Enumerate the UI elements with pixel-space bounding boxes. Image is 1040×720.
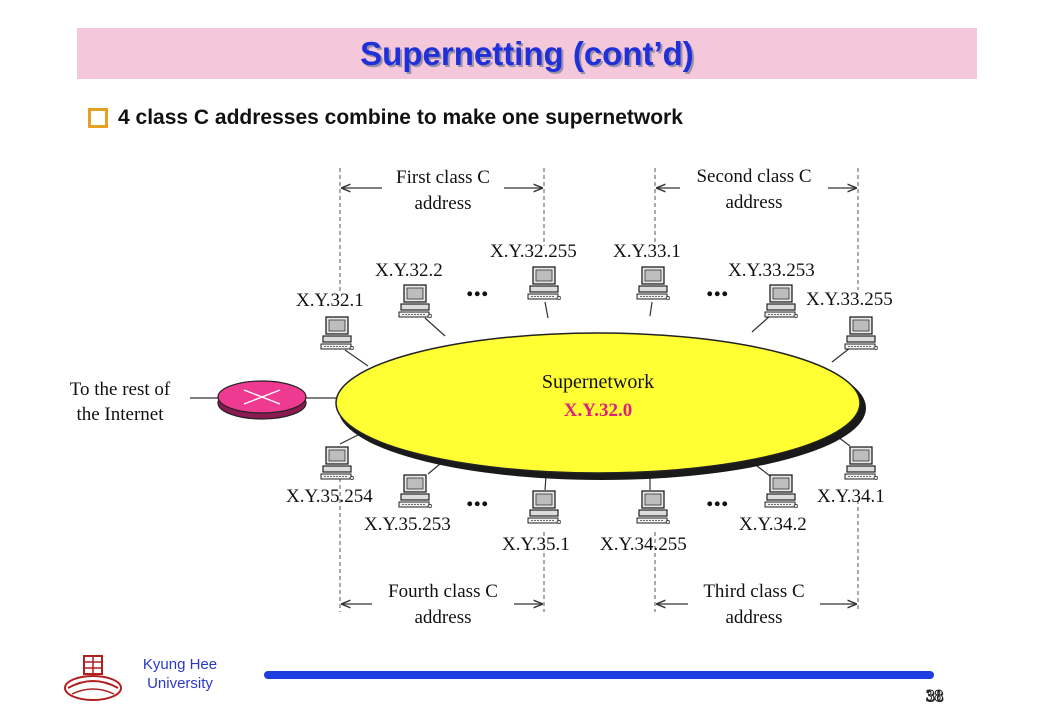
ellipsis-bottom-left: ...: [466, 480, 489, 513]
host-label: X.Y.33.253: [728, 260, 815, 281]
host-label: X.Y.32.1: [296, 290, 364, 311]
computer-icon: [636, 266, 670, 301]
university-line1: Kyung Hee: [142, 656, 218, 673]
host-links: [190, 301, 851, 491]
computer-icon: [320, 316, 354, 351]
supernetwork-ellipse: [335, 332, 861, 474]
title-bar: Supernetting (cont’d): [77, 28, 977, 79]
computer-icon: [844, 446, 878, 481]
footer-divider: [264, 671, 934, 679]
host-label: X.Y.32.255: [490, 241, 577, 262]
computer-icon: [320, 446, 354, 481]
host-label: X.Y.33.255: [806, 289, 893, 310]
rest-of-internet-line2: the Internet: [76, 404, 164, 425]
group-boundaries: [339, 168, 859, 612]
computer-icon: [398, 284, 432, 319]
host-label: X.Y.33.1: [613, 241, 681, 262]
rest-of-internet-line1: To the rest of: [70, 379, 171, 400]
ellipsis-top-left: ...: [466, 270, 489, 303]
network-label: Supernetwork: [542, 371, 654, 393]
group-third-line2: address: [726, 607, 783, 628]
host-label: X.Y.34.1: [817, 486, 885, 507]
computer-icon: [398, 474, 432, 509]
computer-icon: [636, 490, 670, 525]
bullet-point: 4 class C addresses combine to make one …: [88, 106, 683, 130]
host-label: X.Y.35.253: [364, 514, 451, 535]
university-logo-icon: [64, 655, 122, 701]
computer-icon: [527, 490, 561, 525]
computer-icon: [527, 266, 561, 301]
router-icon: [217, 380, 307, 420]
group-first-line1: First class C: [396, 167, 490, 188]
bullet-box-icon: [88, 108, 108, 128]
host-label: X.Y.32.2: [375, 260, 443, 281]
group-arrows: [342, 188, 856, 604]
ellipsis-bottom-right: ...: [706, 480, 729, 513]
ellipsis-top-right: ...: [706, 270, 729, 303]
bullet-text: 4 class C addresses combine to make one …: [118, 106, 683, 129]
group-first-line2: address: [415, 193, 472, 214]
host-label: X.Y.34.2: [739, 514, 807, 535]
group-fourth-line2: address: [415, 607, 472, 628]
page-number: 38: [926, 686, 944, 706]
computer-icon: [764, 474, 798, 509]
group-second-line1: Second class C: [696, 166, 811, 187]
host-label: X.Y.34.255: [600, 534, 687, 555]
university-name: Kyung Hee University: [120, 655, 240, 693]
slide-title: Supernetting (cont’d): [360, 34, 694, 72]
network-address: X.Y.32.0: [564, 400, 632, 421]
computer-icon: [764, 284, 798, 319]
computer-icon: [844, 316, 878, 351]
host-label: X.Y.35.254: [286, 486, 373, 507]
host-label: X.Y.35.1: [502, 534, 570, 555]
group-second-line2: address: [726, 192, 783, 213]
university-line2: University: [147, 675, 213, 692]
group-fourth-line1: Fourth class C: [388, 581, 498, 602]
group-third-line1: Third class C: [703, 581, 804, 602]
